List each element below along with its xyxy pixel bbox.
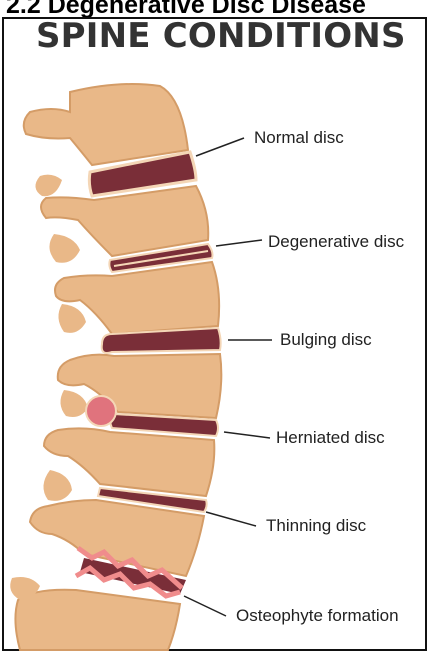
leader-osteophyte [184,596,226,616]
vertebra-4 [58,354,222,418]
label-degenerative-disc: Degenerative disc [268,232,404,252]
label-herniated-disc: Herniated disc [276,428,385,448]
label-thinning-disc: Thinning disc [266,516,366,536]
leader-herniated [224,432,270,438]
label-normal-disc: Normal disc [254,128,344,148]
label-bulging-disc: Bulging disc [280,330,372,350]
label-osteophyte-formation: Osteophyte formation [236,606,399,626]
vertebra-3 [55,262,219,334]
leader-degenerative [216,240,262,246]
leader-thinning [206,512,256,526]
leader-normal [196,138,244,156]
vertebra-5 [43,428,214,500]
